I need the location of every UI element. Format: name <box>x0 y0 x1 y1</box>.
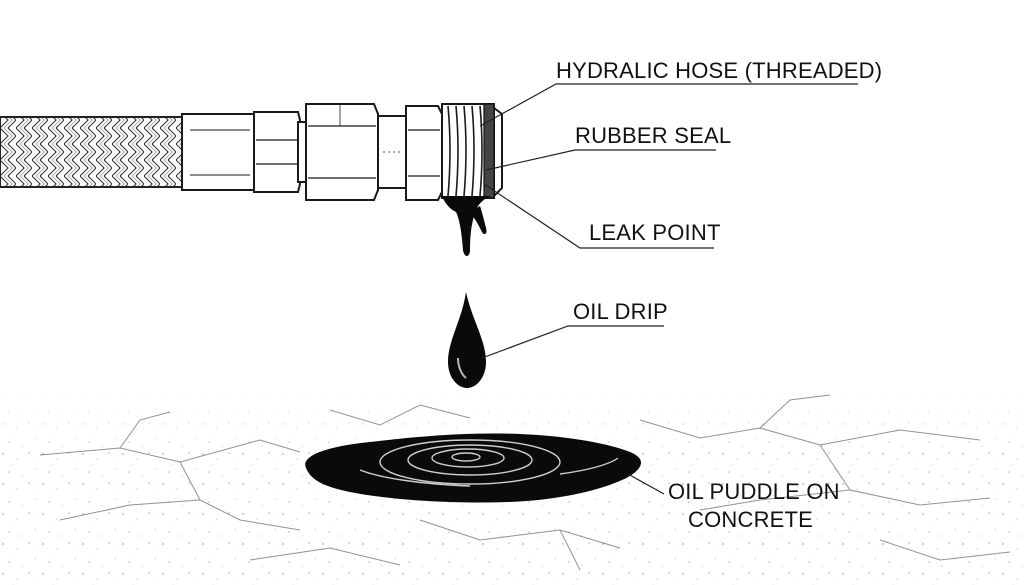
braided-hose <box>0 116 185 188</box>
leak-label: LEAK POINT <box>589 220 721 245</box>
hose-fitting <box>181 103 503 201</box>
seal-label: RUBBER SEAL <box>575 123 731 148</box>
puddle-label-line2: CONCRETE <box>688 507 813 532</box>
leader-lines <box>479 83 858 495</box>
puddle-leader <box>627 473 665 495</box>
hose-label: HYDRALIC HOSE (THREADED) <box>556 58 882 83</box>
oil-leak-streak <box>442 196 494 256</box>
oil-puddle <box>305 433 642 503</box>
hose-leader <box>479 83 858 127</box>
seal-leader <box>485 149 716 171</box>
drip-label: OIL DRIP <box>573 299 668 324</box>
drip-leader <box>481 325 664 359</box>
oil-drip-drop <box>448 292 486 388</box>
puddle-label-line1: OIL PUDDLE ON <box>668 479 840 504</box>
leak-leader <box>483 183 714 249</box>
